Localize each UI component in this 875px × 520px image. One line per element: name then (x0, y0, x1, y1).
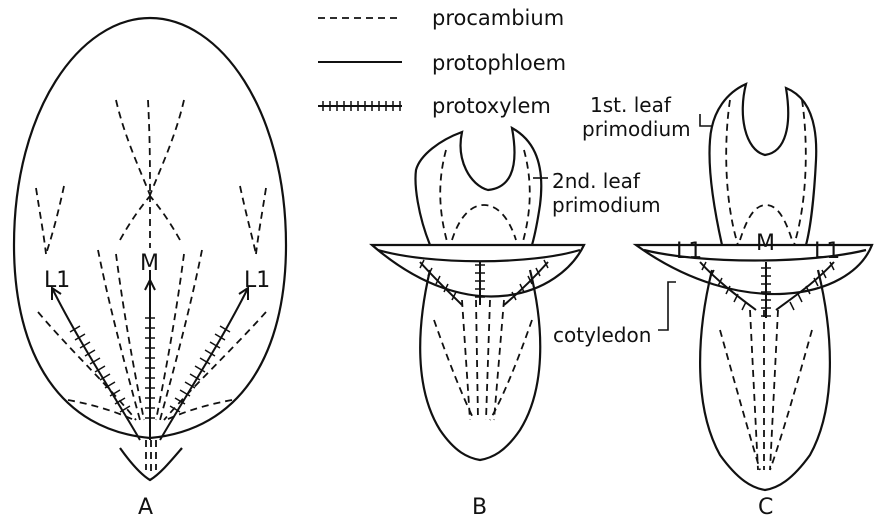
panel-b-title: B (472, 495, 487, 520)
panel-a-label-l1-right: L1 (244, 268, 270, 293)
panel-b-cotyledon-inner (378, 250, 580, 261)
legend-procambium-label: procambium (432, 6, 564, 30)
panel-a-title: A (138, 495, 153, 520)
panel-a-drawing (14, 18, 286, 480)
panel-c-label-m: M (756, 231, 775, 256)
legend-protoxylem-label: protoxylem (432, 94, 551, 118)
second-leaf-label-line2: primodium (552, 193, 661, 217)
panel-c-drawing (636, 84, 872, 490)
panel-a-label-m: M (140, 251, 159, 276)
panel-c-leader-1st-leaf (700, 114, 712, 126)
panel-c-title: C (758, 495, 773, 520)
panel-c-label-l1-left: L1 (676, 239, 702, 264)
panel-b-procambium (434, 150, 532, 420)
legend-protophloem-label: protophloem (432, 51, 566, 75)
panel-b-protophloem (420, 262, 548, 305)
panel-b-protoxylem (420, 260, 548, 300)
legend: procambium protophloem protoxylem (318, 6, 566, 118)
cotyledon-label: cotyledon (553, 323, 651, 347)
legend-protoxylem-swatch (318, 101, 402, 111)
panel-c-label-l1-right: L1 (814, 239, 840, 264)
panel-a-label-l1-left: L1 (44, 268, 70, 293)
panel-c-leader-cotyledon (658, 282, 676, 330)
first-leaf-label-line2: primodium (582, 117, 691, 141)
first-leaf-label-line1: 1st. leaf (590, 93, 672, 117)
second-leaf-label-line1: 2nd. leaf (552, 169, 641, 193)
panel-b-leaf-primordia (416, 128, 542, 245)
